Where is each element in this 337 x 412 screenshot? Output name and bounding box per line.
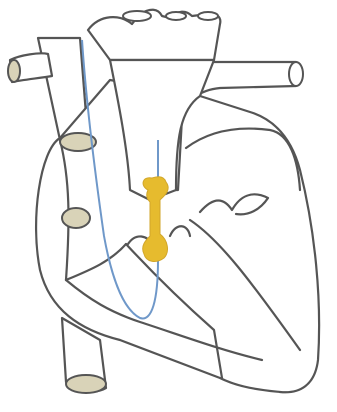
coronary-sinus-opening (62, 208, 90, 228)
pulmonary-artery-opening (289, 62, 303, 86)
inferior-vena-cava-opening (66, 375, 106, 393)
aortic-branch-1 (123, 11, 151, 21)
left-vessel-opening (8, 60, 20, 82)
aortic-branch-3 (198, 12, 218, 20)
aortic-branch-2 (166, 12, 186, 20)
